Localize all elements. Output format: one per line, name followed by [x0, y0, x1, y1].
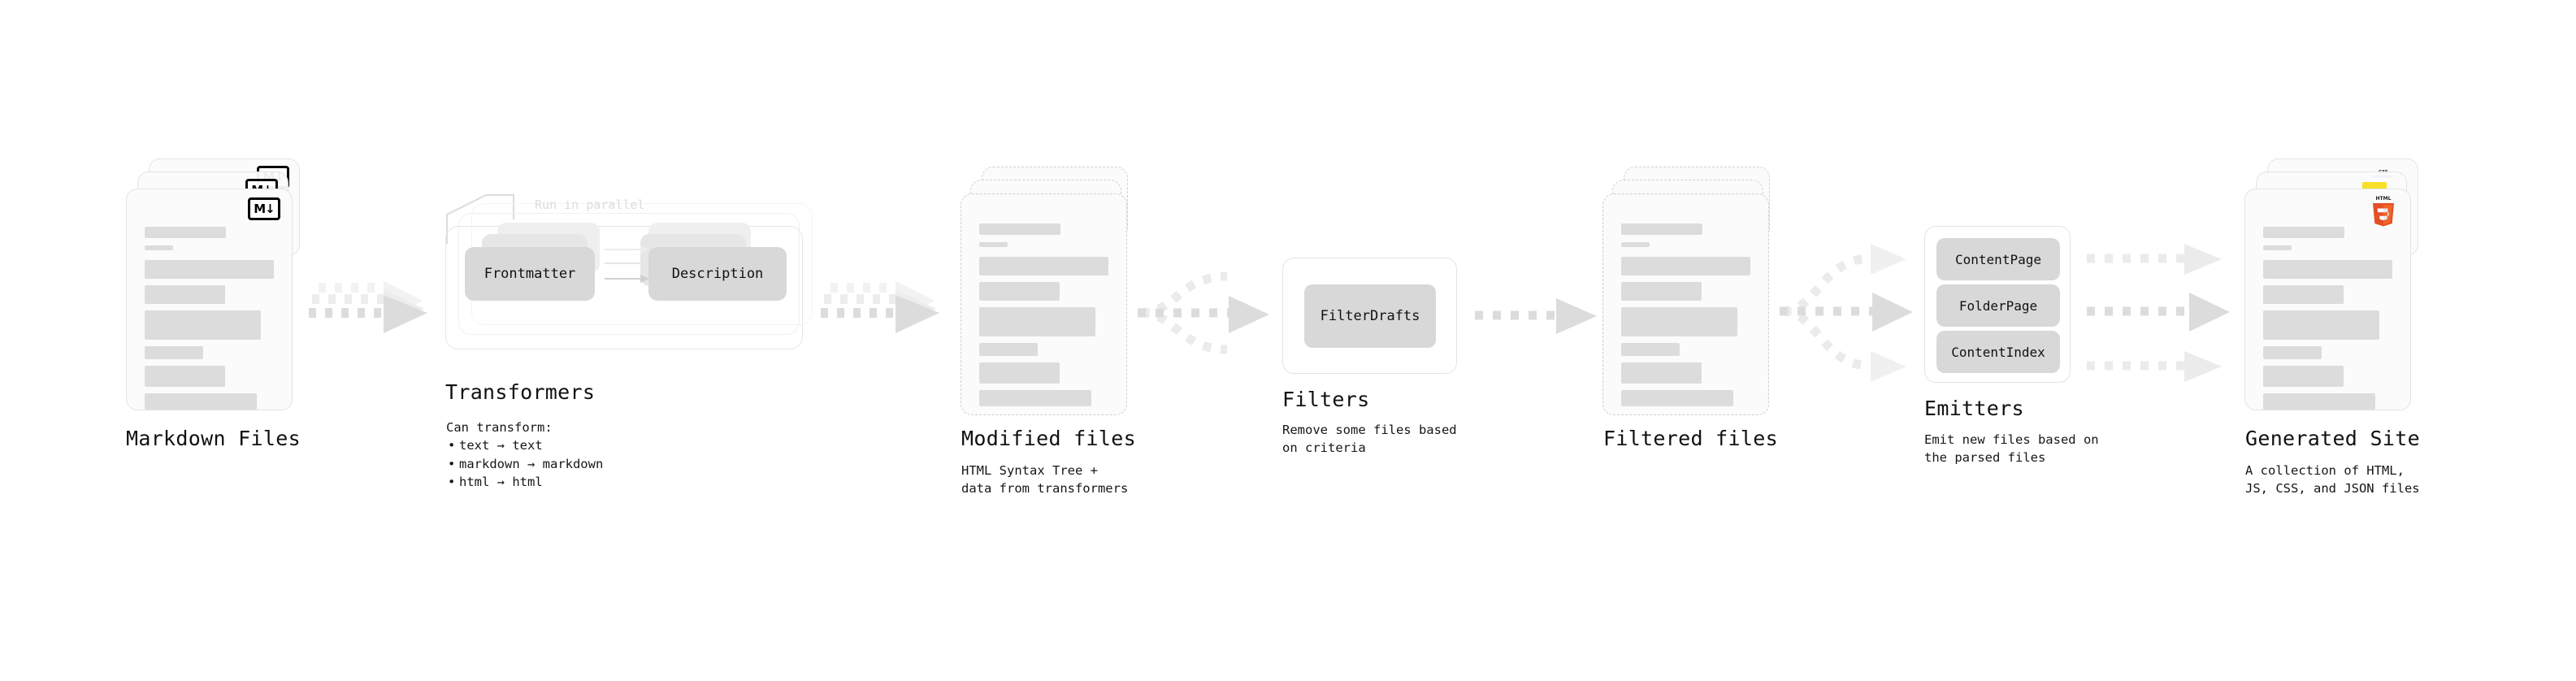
filters-group-box: FilterDrafts [1282, 258, 1457, 374]
skeleton-bar [145, 285, 225, 304]
emitters-subtitle: Emit new files based on the parsed files [1924, 432, 2099, 466]
skeleton-bar [1621, 257, 1750, 275]
skeleton-bar [145, 310, 262, 340]
transformer-frame-front [445, 226, 803, 349]
markdown-card-front: M↓ [126, 189, 293, 410]
site-skeleton [2263, 227, 2392, 410]
skeleton-bar [1621, 307, 1738, 336]
connector-filters-to-filtered [1475, 288, 1605, 345]
stage-modified-files [961, 167, 1135, 427]
skeleton-bar [1621, 362, 1702, 384]
filters-subtitle: Remove some files based on criteria [1282, 423, 1457, 456]
skeleton-bar [1621, 223, 1703, 235]
skeleton-bar [145, 245, 173, 250]
connector-modified-to-filters [1138, 252, 1284, 382]
emitters-group-box: ContentPage FolderPage ContentIndex [1924, 226, 2071, 383]
markdown-file-stack: M↓ M↓ M↓ [126, 158, 301, 410]
filtered-skeleton [1621, 223, 1750, 406]
skeleton-bar [2263, 260, 2392, 279]
emitters-title: Emitters [1924, 397, 2024, 420]
stage-markdown-files: M↓ M↓ M↓ [126, 158, 301, 410]
pill-contentindex[interactable]: ContentIndex [1936, 331, 2060, 373]
skeleton-bar [1621, 282, 1702, 301]
stage-generated-site: CSS HTML [2244, 158, 2419, 410]
connector-md-to-transformers [309, 268, 431, 358]
connector-filtered-to-emitters [1780, 236, 1926, 390]
stage-filtered-files [1602, 167, 1777, 427]
modified-skeleton [979, 223, 1108, 406]
skeleton-bar [2263, 346, 2322, 359]
html5-icon: HTML [2373, 196, 2394, 227]
skeleton-bar [145, 346, 203, 359]
modified-files-subtitle: HTML Syntax Tree + data from transformer… [961, 463, 1129, 497]
markdown-files-title: Markdown Files [126, 427, 301, 450]
skeleton-bar [979, 282, 1060, 301]
stage-transformers: F D F D Frontmatter Description [445, 193, 819, 349]
filtered-files-title: Filtered files [1603, 427, 1778, 450]
generated-site-subtitle: A collection of HTML, JS, CSS, and JSON … [2245, 463, 2420, 497]
markdown-skeleton [145, 227, 274, 410]
skeleton-bar [979, 223, 1061, 235]
transformer-frame-back-1 [458, 213, 800, 335]
markdown-icon: M↓ [248, 197, 280, 220]
skeleton-bar [979, 343, 1038, 356]
transformers-bullets: Can transform: text → text markdown → ma… [446, 419, 603, 492]
skeleton-bar [979, 242, 1008, 247]
pill-folderpage[interactable]: FolderPage [1936, 284, 2060, 327]
skeleton-bar [979, 257, 1108, 275]
pill-filterdrafts[interactable]: FilterDrafts [1304, 284, 1436, 348]
svg-text:HTML: HTML [2376, 196, 2392, 202]
filtered-card-front [1602, 193, 1769, 415]
connector-transformers-to-modified [821, 268, 943, 358]
transformers-bullet-item: markdown → markdown [448, 455, 603, 474]
skeleton-bar [145, 366, 225, 387]
pill-frontmatter[interactable]: Frontmatter [465, 247, 595, 301]
skeleton-bar [979, 307, 1096, 336]
modified-card-front [961, 193, 1127, 415]
connector-emitters-to-site [2087, 236, 2249, 390]
skeleton-bar [1621, 242, 1650, 247]
skeleton-bar [145, 260, 274, 279]
transform-arrow-icon [605, 245, 649, 283]
transformers-bullets-lead: Can transform: [446, 420, 553, 435]
skeleton-bar [2263, 285, 2344, 304]
modified-files-title: Modified files [961, 427, 1136, 450]
skeleton-bar [145, 393, 258, 410]
pill-description[interactable]: Description [648, 247, 787, 301]
site-card-front: HTML [2244, 189, 2411, 410]
skeleton-bar [1621, 343, 1680, 356]
skeleton-bar [2263, 393, 2376, 410]
skeleton-bar [2263, 366, 2344, 387]
skeleton-bar [979, 362, 1060, 384]
transformers-title: Transformers [445, 380, 596, 404]
skeleton-bar [2263, 245, 2292, 250]
run-in-parallel-label: Run in parallel [535, 197, 645, 212]
filters-title: Filters [1282, 388, 1370, 411]
transformers-bullet-item: text → text [448, 436, 603, 455]
skeleton-bar [1621, 390, 1734, 406]
transformers-bullet-item: html → html [448, 473, 603, 492]
skeleton-bar [979, 390, 1092, 406]
skeleton-bar [145, 227, 227, 238]
pill-contentpage[interactable]: ContentPage [1936, 238, 2060, 280]
skeleton-bar [2263, 227, 2345, 238]
skeleton-bar [2263, 310, 2380, 340]
generated-site-title: Generated Site [2245, 427, 2420, 450]
